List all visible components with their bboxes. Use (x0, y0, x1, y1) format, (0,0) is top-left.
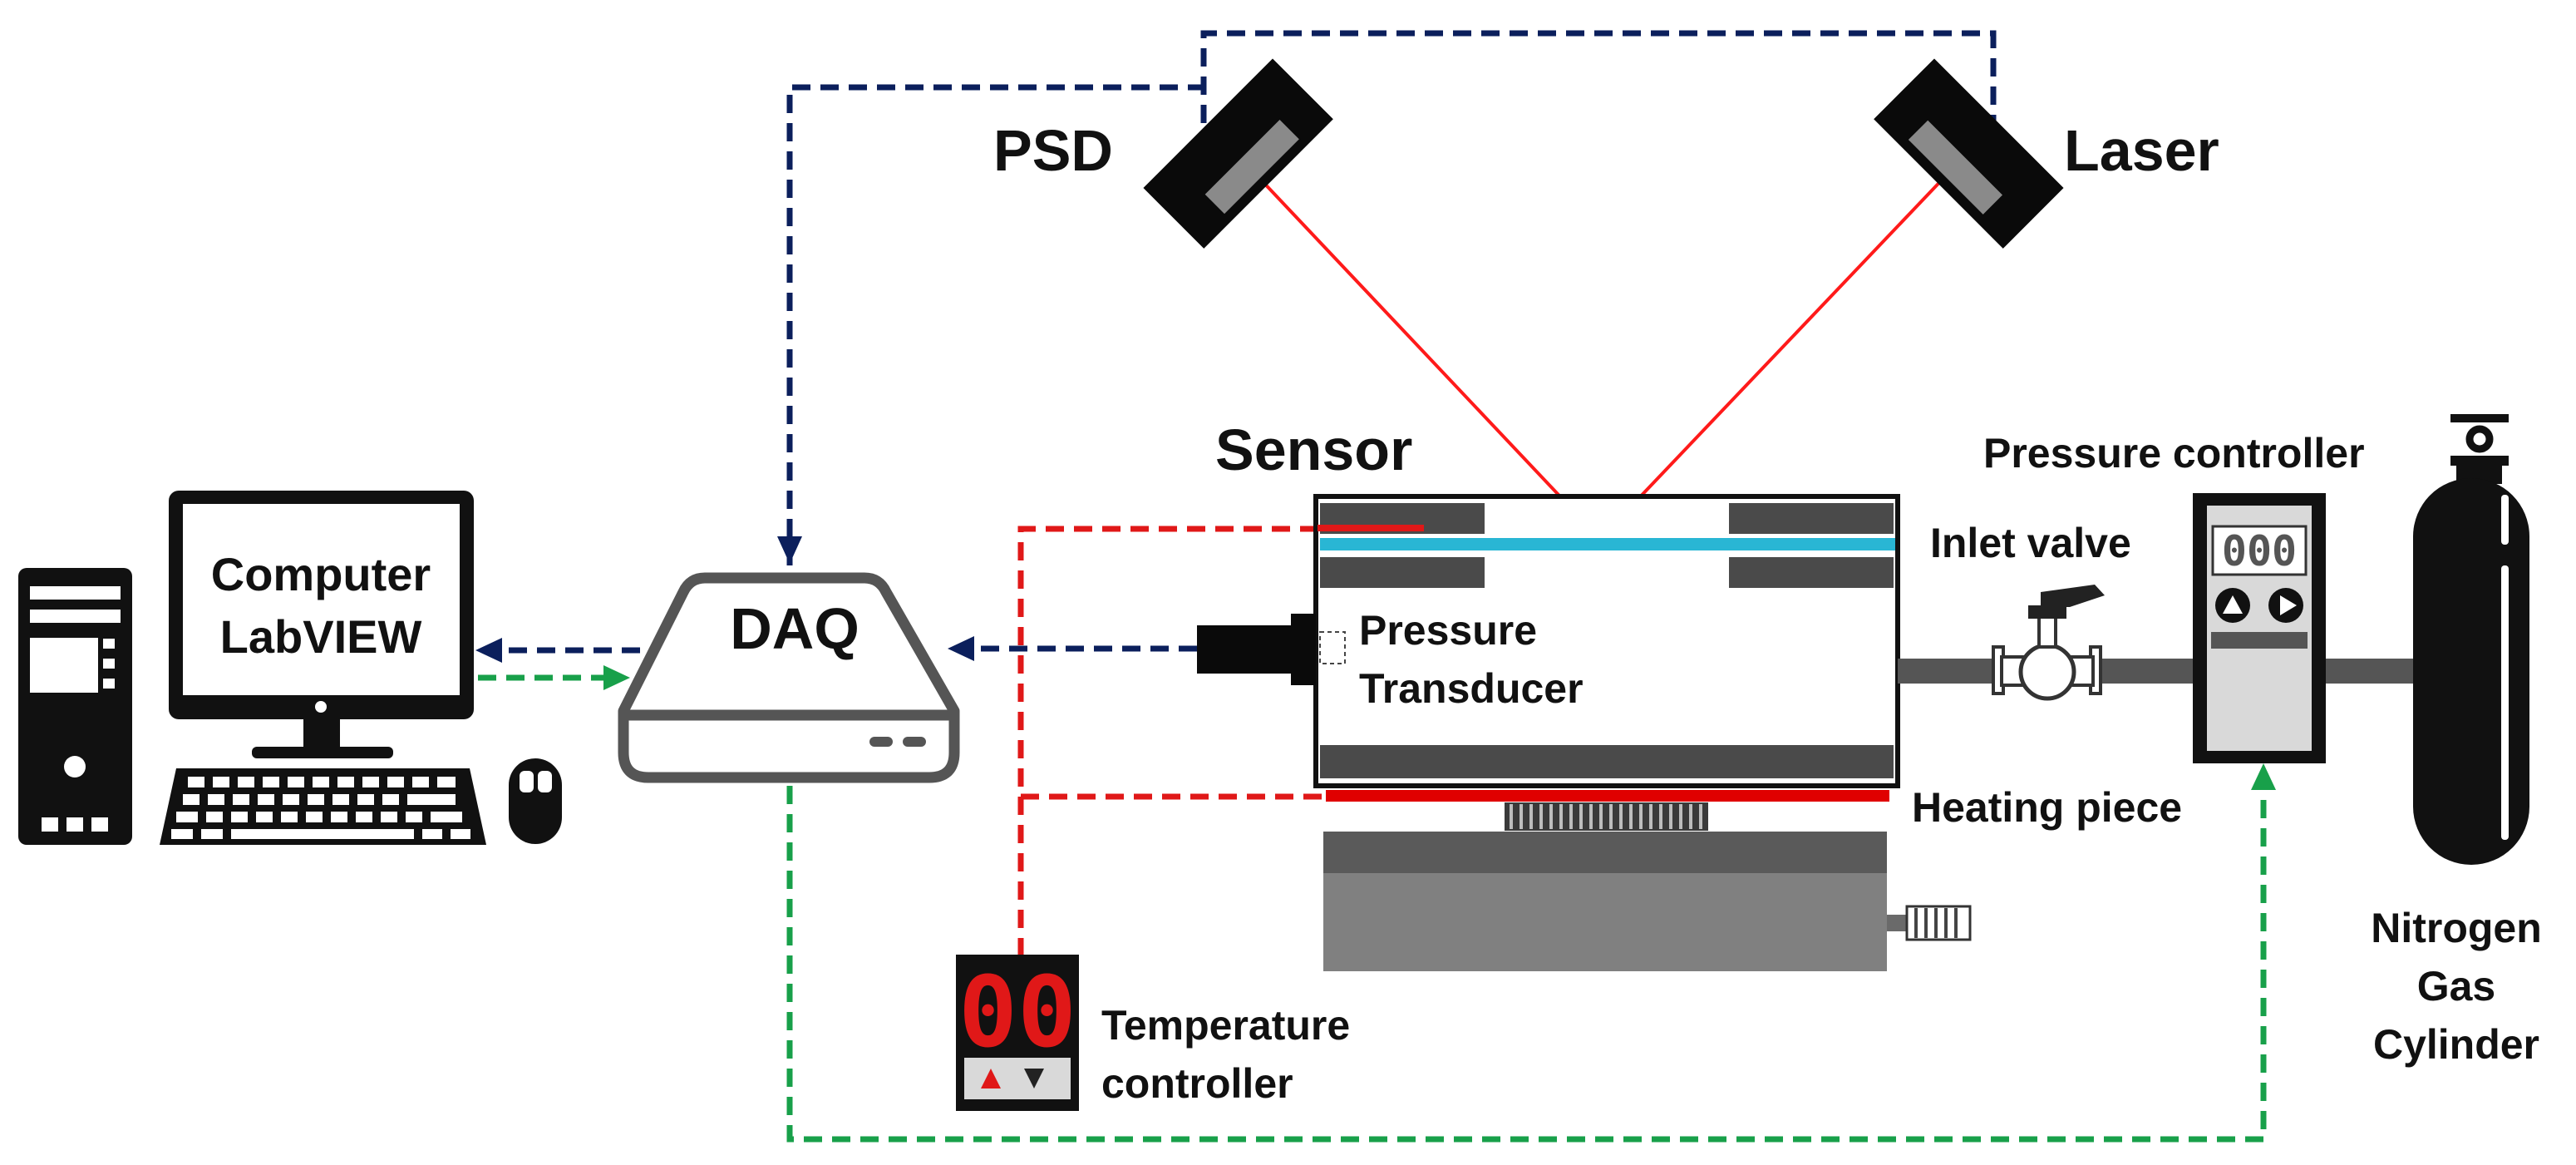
tower-indicator-2 (103, 659, 115, 669)
temperature-label: Temperature (1101, 1002, 1350, 1049)
labview-label: LabVIEW (220, 610, 422, 663)
stage-base (1323, 873, 1887, 971)
pressure-up-icon (2223, 595, 2243, 614)
tower-bay-1 (30, 586, 121, 600)
tower-port-1 (42, 817, 58, 832)
tower-indicator-1 (103, 639, 115, 649)
monitor-stand (252, 747, 393, 758)
heat-fins (1505, 802, 1708, 831)
upper-wall-left-bottom (1320, 557, 1485, 588)
upper-wall-right-bottom (1729, 557, 1894, 588)
inlet-valve-label: Inlet valve (1930, 520, 2131, 566)
arrowhead-computer (475, 638, 502, 663)
temperature-controller-label: controller (1101, 1060, 1293, 1107)
psd-label: PSD (993, 118, 1113, 183)
tower-drive (30, 638, 98, 693)
upper-wall-right-top (1729, 503, 1894, 534)
arrowhead-daq-right (948, 636, 974, 661)
daq-label: DAQ (730, 596, 859, 661)
monitor-neck (303, 719, 340, 747)
daq-led-2 (903, 737, 926, 747)
monitor-led (315, 701, 327, 713)
thermocouple-tip (1318, 525, 1424, 531)
transducer-flange (1291, 614, 1316, 685)
tower-port-2 (66, 817, 83, 832)
computer-tower (18, 568, 132, 845)
pressure-controller-display (2211, 525, 2308, 576)
temperature-up-icon[interactable] (981, 1069, 1001, 1088)
temperature-controller-keypad (964, 1058, 1071, 1099)
tower-bay-2 (30, 610, 121, 623)
monitor-screen (183, 504, 460, 695)
pressure-transducer-label-line1: Pressure (1359, 607, 1537, 654)
cylinder-label: Cylinder (2373, 1021, 2539, 1068)
pressure-right-icon (2280, 595, 2297, 615)
tower-indicator-3 (103, 679, 115, 689)
sensor-membrane (1320, 538, 1895, 550)
heating-piece (1326, 790, 1889, 802)
temperature-down-icon[interactable] (1024, 1069, 1044, 1088)
arrowhead-pressure-controller (2251, 763, 2276, 790)
daq-led-1 (869, 737, 893, 747)
mouse-left-button (520, 771, 534, 792)
heating-piece-label: Heating piece (1912, 784, 2182, 831)
valve-handle (2041, 585, 2105, 607)
computer-label: Computer (211, 548, 431, 600)
arrowhead-daq-top (777, 536, 802, 564)
laser-beam (1256, 170, 1951, 541)
power-button[interactable] (64, 756, 86, 777)
psd-to-daq-signal-line (786, 84, 1204, 707)
stage-top (1323, 832, 1887, 873)
pressure-controller-label: Pressure controller (1983, 430, 2365, 476)
laser-device (1874, 58, 2064, 249)
psd-laser-link-line (1200, 30, 1997, 123)
tower-port-3 (91, 817, 108, 832)
mouse[interactable] (509, 758, 562, 844)
inlet-valve (1992, 605, 2102, 701)
laser-label: Laser (2064, 118, 2219, 183)
chamber-floor (1320, 745, 1894, 778)
arrowhead-daq-green (603, 665, 630, 690)
psd-device (1143, 58, 1333, 249)
sensor-label: Sensor (1215, 417, 1412, 482)
nitrogen-label: Nitrogen (2371, 905, 2542, 951)
temperature-readout: 00 (958, 955, 1076, 1069)
gas-label: Gas (2417, 963, 2496, 1010)
gas-pipe-chamber-valve (1898, 659, 1997, 684)
nitrogen-cylinder (2413, 414, 2529, 865)
keyboard-keys (171, 777, 470, 839)
pressure-readout: 000 (2222, 527, 2297, 575)
pressure-controller-strip (2211, 632, 2308, 649)
daq-to-pressure-controller-line (786, 782, 2267, 1143)
pressure-transducer-label-line2: Transducer (1359, 665, 1584, 712)
mouse-right-button (538, 771, 552, 792)
transducer-body (1197, 625, 1297, 674)
transducer-port (1319, 631, 1346, 664)
daq-box (618, 572, 960, 783)
knob-grip (1914, 908, 1958, 938)
temperature-sensor-line (1017, 526, 1318, 956)
stage-adjust-neck (1887, 915, 1907, 931)
gas-pipe-valve-controller (2095, 659, 2194, 684)
gas-pipe-controller-cylinder (2323, 659, 2415, 684)
